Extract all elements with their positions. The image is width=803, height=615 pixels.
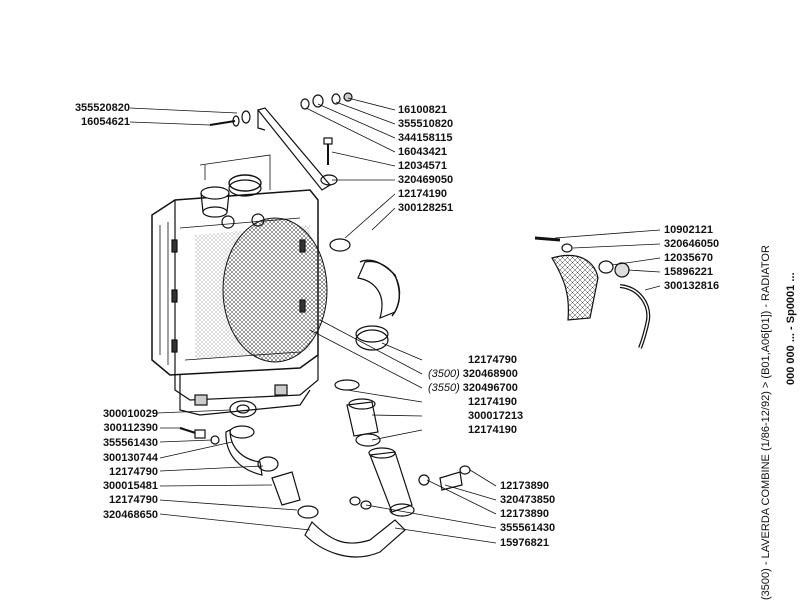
part-label: 300112390: [103, 422, 158, 434]
part-label: 12174190: [468, 424, 517, 436]
part-label: 355520820: [74, 102, 130, 114]
part-label: 12174190: [398, 188, 447, 200]
part-label: 344158115: [398, 132, 453, 144]
part-label: 12034571: [398, 160, 447, 172]
variant-label-3500: (3500)320468900: [428, 368, 518, 380]
part-label: 320646050: [664, 238, 720, 250]
part-label: 12174790: [468, 354, 517, 366]
radiator-core: [151, 174, 328, 416]
part-label: 355561430: [500, 522, 556, 534]
part-label: 15896221: [664, 266, 713, 278]
part-label: 15976821: [500, 537, 549, 549]
shroud-detail: [534, 236, 651, 349]
upper-hose: [329, 238, 401, 351]
diagram-caption: (3500) - LAVERDA COMBINE (1/86-12/92) > …: [760, 245, 772, 600]
part-label: 12035670: [664, 252, 713, 264]
part-label: 300128251: [398, 202, 454, 214]
part-label: 12174190: [468, 396, 517, 408]
part-label: 300015481: [102, 480, 158, 492]
lower-pipes: [179, 379, 471, 558]
part-label: 12174790: [109, 466, 158, 478]
variant-tag: (3500): [428, 368, 460, 380]
part-label: 355510820: [398, 118, 454, 130]
part-label: 16054621: [81, 116, 130, 128]
page-edge-text: 000 000 ... - Sp0001 ...: [785, 272, 797, 385]
part-label: 12174790: [109, 494, 158, 506]
part-label: 10902121: [664, 224, 713, 236]
part-number: 320496700: [462, 382, 518, 394]
part-label: 320473850: [500, 494, 556, 506]
part-label: 16100821: [398, 104, 447, 116]
part-label: 355561430: [102, 437, 158, 449]
part-label: 300132816: [664, 280, 720, 292]
part-label: 320469050: [398, 174, 454, 186]
top-bracket: [209, 92, 353, 191]
part-label: 300017213: [468, 410, 524, 422]
variant-label-3550: (3550)320496700: [428, 382, 518, 394]
part-label: 16043421: [398, 146, 447, 158]
part-label: 320468650: [102, 509, 158, 521]
part-label: 300130744: [102, 452, 158, 464]
part-label: 12173890: [500, 480, 549, 492]
part-number: 320468900: [462, 368, 518, 380]
part-label: 300010029: [102, 408, 158, 420]
part-label: 12173890: [500, 508, 549, 520]
variant-tag: (3550): [428, 382, 460, 394]
leader-lines: [129, 97, 661, 544]
